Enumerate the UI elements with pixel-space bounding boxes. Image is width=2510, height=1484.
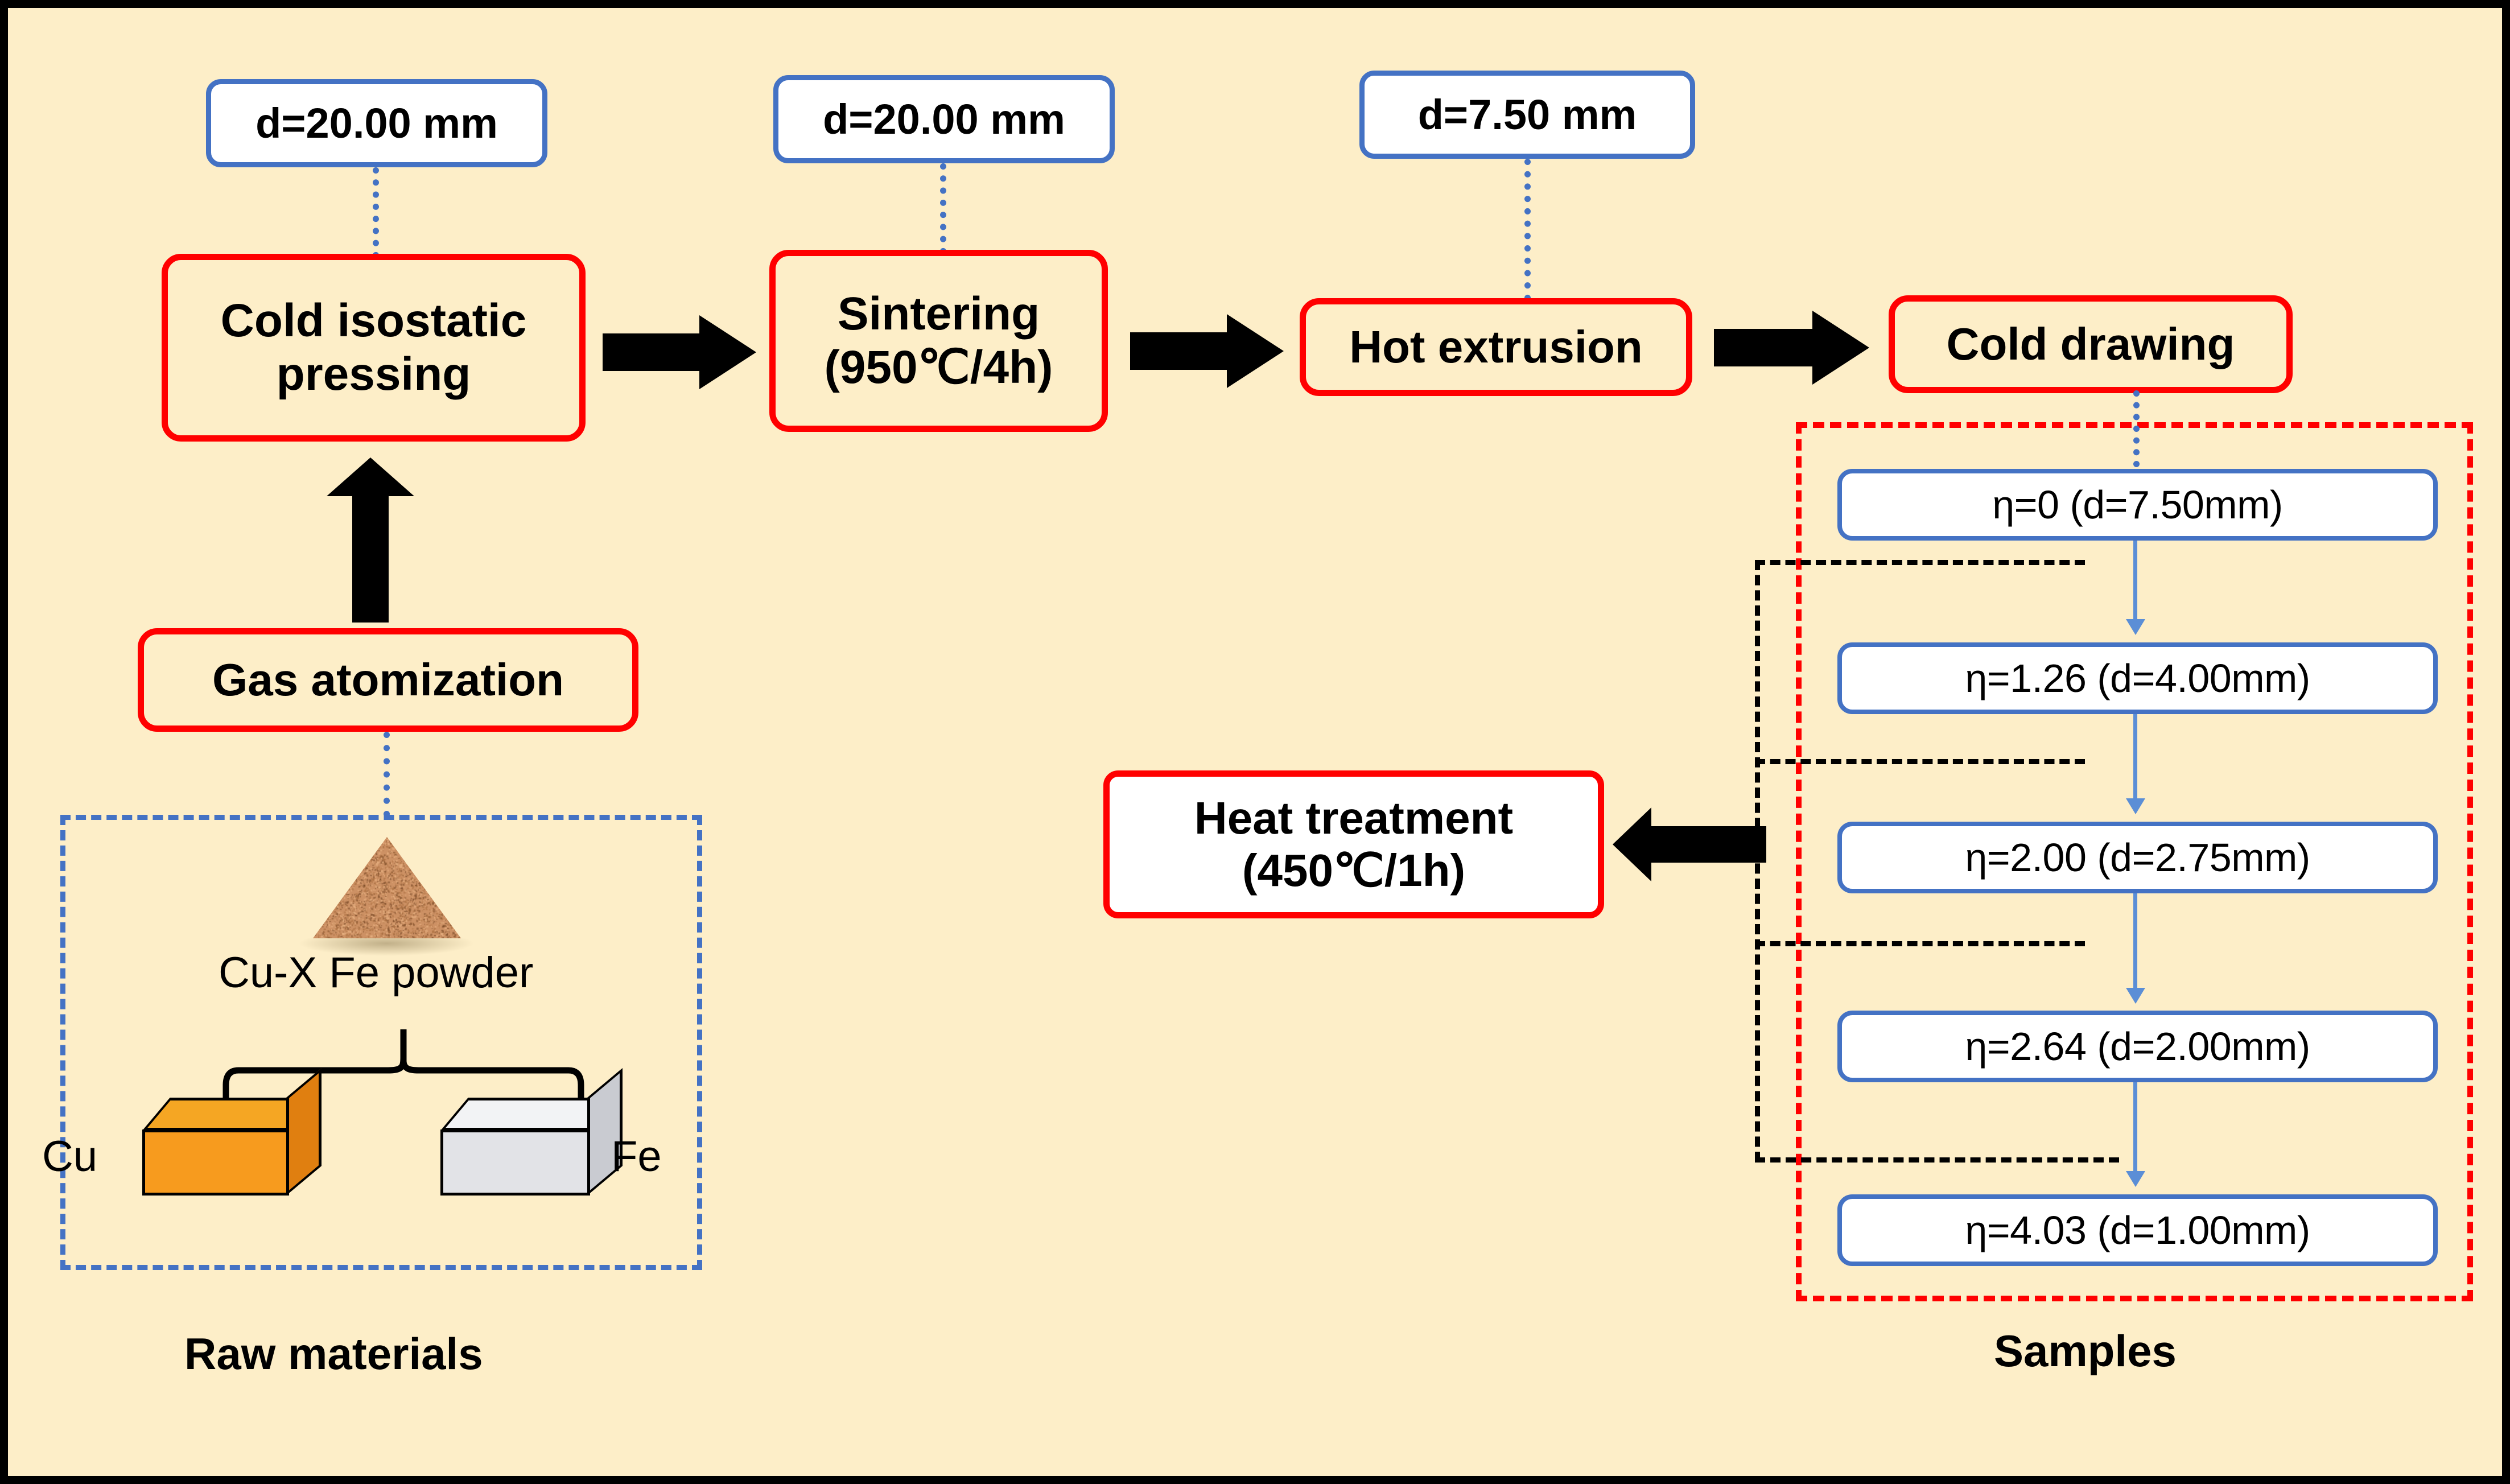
raw-materials-title: Raw materials xyxy=(184,1328,483,1380)
sample-box-eta-264[interactable]: η=2.64 (d=2.00mm) xyxy=(1837,1011,2438,1082)
sample-box-eta-200-text: η=2.00 (d=2.75mm) xyxy=(1965,835,2310,880)
sample-box-eta-126-text: η=1.26 (d=4.00mm) xyxy=(1965,656,2310,701)
dimension-label-cip-text: d=20.00 mm xyxy=(255,99,498,147)
sample-arrow-line-2 xyxy=(2133,714,2137,799)
process-cold-drawing[interactable]: Cold drawing xyxy=(1889,295,2293,393)
sample-box-eta-403-text: η=4.03 (d=1.00mm) xyxy=(1965,1207,2310,1253)
sample-arrow-head-2 xyxy=(2126,798,2145,814)
process-cold-isostatic-pressing[interactable]: Cold isostatic pressing xyxy=(162,254,586,442)
cu-brick-icon xyxy=(142,1098,324,1229)
process-gas-atomization-line1: Gas atomization xyxy=(212,654,564,706)
dimension-label-hot-extrusion-text: d=7.50 mm xyxy=(1418,90,1637,139)
cu-label: Cu xyxy=(42,1132,97,1181)
sample-bracket-branch-1 xyxy=(1755,560,2085,565)
connector-cold-drawing-to-samples xyxy=(2133,390,2140,467)
connector-hot-extrusion-dim xyxy=(1524,159,1531,301)
arrow-sintering-to-hot-extrusion xyxy=(1130,314,1285,388)
process-cold-drawing-line1: Cold drawing xyxy=(1947,318,2235,370)
powder-label: Cu-X Fe powder xyxy=(219,948,533,997)
connector-sintering-dim xyxy=(940,163,946,254)
connector-cip-dim xyxy=(373,167,379,258)
process-heat-treatment-line2: (450℃/1h) xyxy=(1242,844,1465,897)
sample-bracket-spine xyxy=(1755,560,1760,1162)
fe-label: Fe xyxy=(611,1132,662,1181)
sample-arrow-head-4 xyxy=(2126,1171,2145,1187)
sample-box-eta-264-text: η=2.64 (d=2.00mm) xyxy=(1965,1024,2310,1069)
sample-box-eta-403[interactable]: η=4.03 (d=1.00mm) xyxy=(1837,1194,2438,1266)
sample-arrow-head-1 xyxy=(2126,619,2145,635)
sample-arrow-line-1 xyxy=(2133,541,2137,620)
arrow-cip-to-sintering xyxy=(603,315,756,389)
arrow-gas-atomization-to-cip xyxy=(327,457,418,623)
process-sintering-line2: (950℃/4h) xyxy=(825,341,1053,394)
process-sintering-line1: Sintering xyxy=(838,287,1040,341)
process-gas-atomization[interactable]: Gas atomization xyxy=(138,628,638,732)
powder-pile-texture xyxy=(313,837,461,938)
sample-bracket-branch-3 xyxy=(1755,941,2085,946)
process-cold-isostatic-pressing-line2: pressing xyxy=(277,348,471,401)
sample-box-eta-126[interactable]: η=1.26 (d=4.00mm) xyxy=(1837,642,2438,714)
process-cold-isostatic-pressing-line1: Cold isostatic xyxy=(221,294,527,348)
dimension-label-sintering-text: d=20.00 mm xyxy=(823,95,1065,143)
dimension-label-sintering: d=20.00 mm xyxy=(773,75,1115,163)
sample-arrow-line-4 xyxy=(2133,1082,2137,1172)
process-heat-treatment[interactable]: Heat treatment (450℃/1h) xyxy=(1103,770,1604,918)
connector-powder-to-gas-atomization xyxy=(384,732,390,817)
sample-box-eta-0-text: η=0 (d=7.50mm) xyxy=(1992,482,2282,527)
dimension-label-cip: d=20.00 mm xyxy=(206,79,547,167)
fe-brick-icon xyxy=(440,1098,628,1229)
sample-box-eta-200[interactable]: η=2.00 (d=2.75mm) xyxy=(1837,822,2438,893)
sample-arrow-head-3 xyxy=(2126,988,2145,1004)
sample-bracket-branch-2 xyxy=(1755,759,2085,764)
process-sintering[interactable]: Sintering (950℃/4h) xyxy=(769,250,1108,432)
process-heat-treatment-line1: Heat treatment xyxy=(1194,792,1513,844)
process-hot-extrusion-line1: Hot extrusion xyxy=(1349,321,1643,373)
sample-bracket-branch-4 xyxy=(1755,1157,2119,1163)
sample-arrow-line-3 xyxy=(2133,893,2137,989)
samples-title: Samples xyxy=(1994,1325,2177,1377)
process-hot-extrusion[interactable]: Hot extrusion xyxy=(1300,298,1692,396)
dimension-label-hot-extrusion: d=7.50 mm xyxy=(1359,71,1695,159)
arrow-hot-extrusion-to-cold-drawing xyxy=(1714,311,1870,385)
arrow-samples-to-heat-treatment xyxy=(1613,807,1766,881)
sample-box-eta-0[interactable]: η=0 (d=7.50mm) xyxy=(1837,469,2438,541)
